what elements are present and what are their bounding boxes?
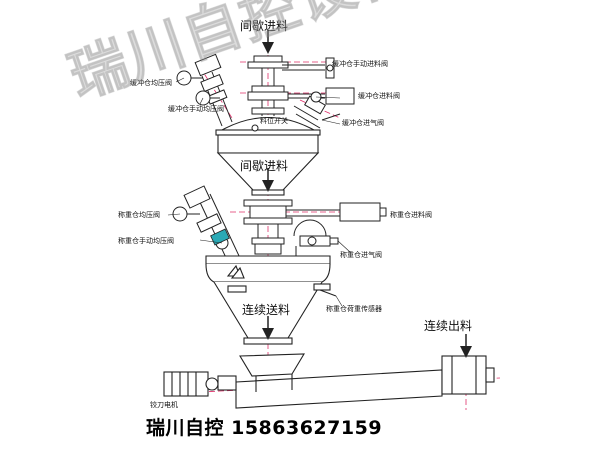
label-weigh-feed-valve: 称重仓进料阀 xyxy=(390,211,432,219)
contact-line: 瑞川自控 15863627159 xyxy=(146,417,383,439)
label-buffer-manual-feed-valve: 缓冲仓手动进料阀 xyxy=(332,60,388,68)
label-continuous-out: 连续出料 xyxy=(424,319,473,333)
screw-conveyor xyxy=(163,353,495,409)
label-weigh-sensor: 称重仓荷重传感器 xyxy=(326,305,382,313)
weigh-balance-valve-stack xyxy=(172,185,241,263)
label-mid-feed: 间歇进料 xyxy=(240,159,289,173)
label-weigh-manual-balance-valve: 称重仓手动均压阀 xyxy=(118,237,174,245)
label-top-feed: 间歇进料 xyxy=(240,19,289,33)
label-buffer-manual-balance-valve: 缓冲仓手动均压阀 xyxy=(168,105,224,113)
weigh-air-valve xyxy=(293,219,339,256)
top-valve-assembly xyxy=(247,55,355,116)
level-switch xyxy=(251,124,259,132)
weigh-feed-valve-assembly xyxy=(243,199,387,255)
weigh-bin xyxy=(205,255,337,345)
teal-coupling xyxy=(210,228,230,246)
label-buffer-balance-valve: 缓冲仓均压阀 xyxy=(130,79,172,87)
label-buffer-air-valve: 缓冲仓进气阀 xyxy=(342,119,384,127)
buffer-air-valve xyxy=(293,91,341,129)
label-buffer-feed-valve: 缓冲仓进料阀 xyxy=(358,92,400,100)
label-reamer-motor: 铰刀电机 xyxy=(150,401,178,409)
label-continuous-feed: 连续送料 xyxy=(242,303,291,317)
label-level-switch: 料位开关 xyxy=(260,117,288,125)
label-weigh-air-valve: 称重仓进气阀 xyxy=(340,251,382,259)
leader-lines xyxy=(167,77,351,307)
label-weigh-balance-valve: 称重仓均压阀 xyxy=(118,211,160,219)
